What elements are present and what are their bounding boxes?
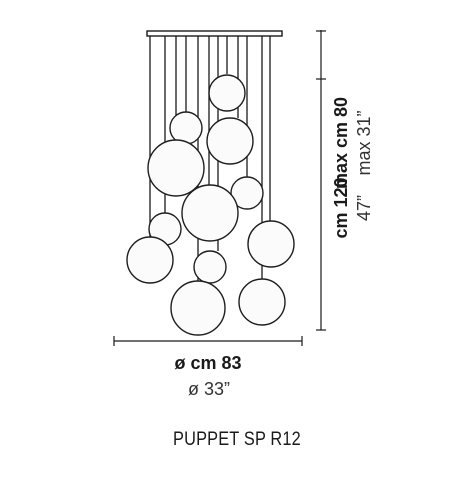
globe [181,184,239,242]
product-model-name: PUPPET SP R12 [173,429,301,450]
globe [238,278,286,326]
diameter-imperial: ø 33” [188,379,230,399]
cable-length-imperial: max 31” [354,110,374,175]
globe [208,74,246,112]
height-metric: cm 120 [331,177,351,238]
glass-globes [126,74,295,336]
globe [169,111,203,145]
cable-length-metric: max cm 80 [331,97,351,189]
ceiling-canopy [146,30,283,37]
globe [170,280,226,336]
globe [147,139,205,197]
height-dimension [316,30,326,331]
diameter-metric: ø cm 83 [174,353,241,373]
globe [193,250,227,284]
globe [230,176,264,210]
globe [126,236,174,284]
globe [206,117,254,165]
globe [247,220,295,268]
height-imperial: 47” [354,195,374,221]
width-dimension [113,336,303,346]
